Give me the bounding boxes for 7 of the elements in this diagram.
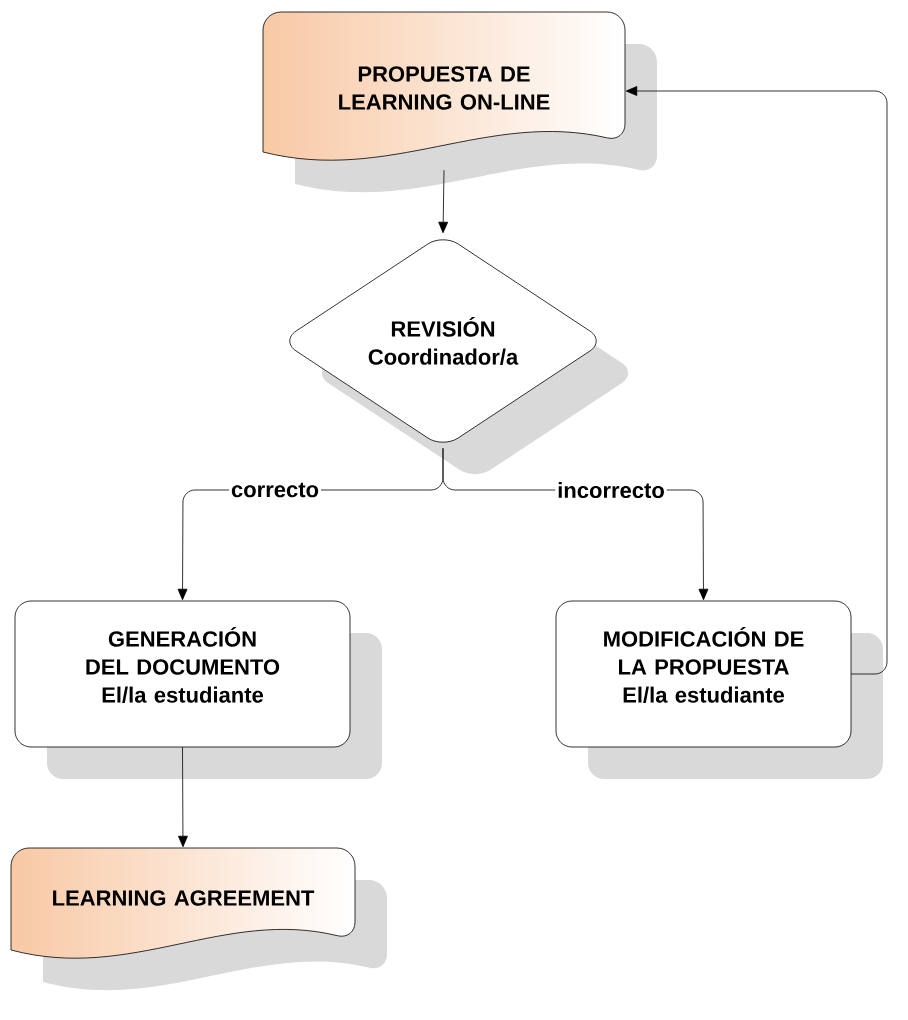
arrow: [178, 746, 188, 848]
process-box: MODIFICACIÓN DE LA PROPUESTA El/la estudiante: [555, 600, 883, 779]
edge-label: incorrecto: [555, 479, 667, 501]
process-box: GENERACIÓN DEL DOCUMENTO El/la estudiante: [14, 600, 382, 779]
edge-label: correcto: [229, 480, 321, 500]
arrow: [438, 169, 449, 234]
arrow: [625, 86, 888, 675]
